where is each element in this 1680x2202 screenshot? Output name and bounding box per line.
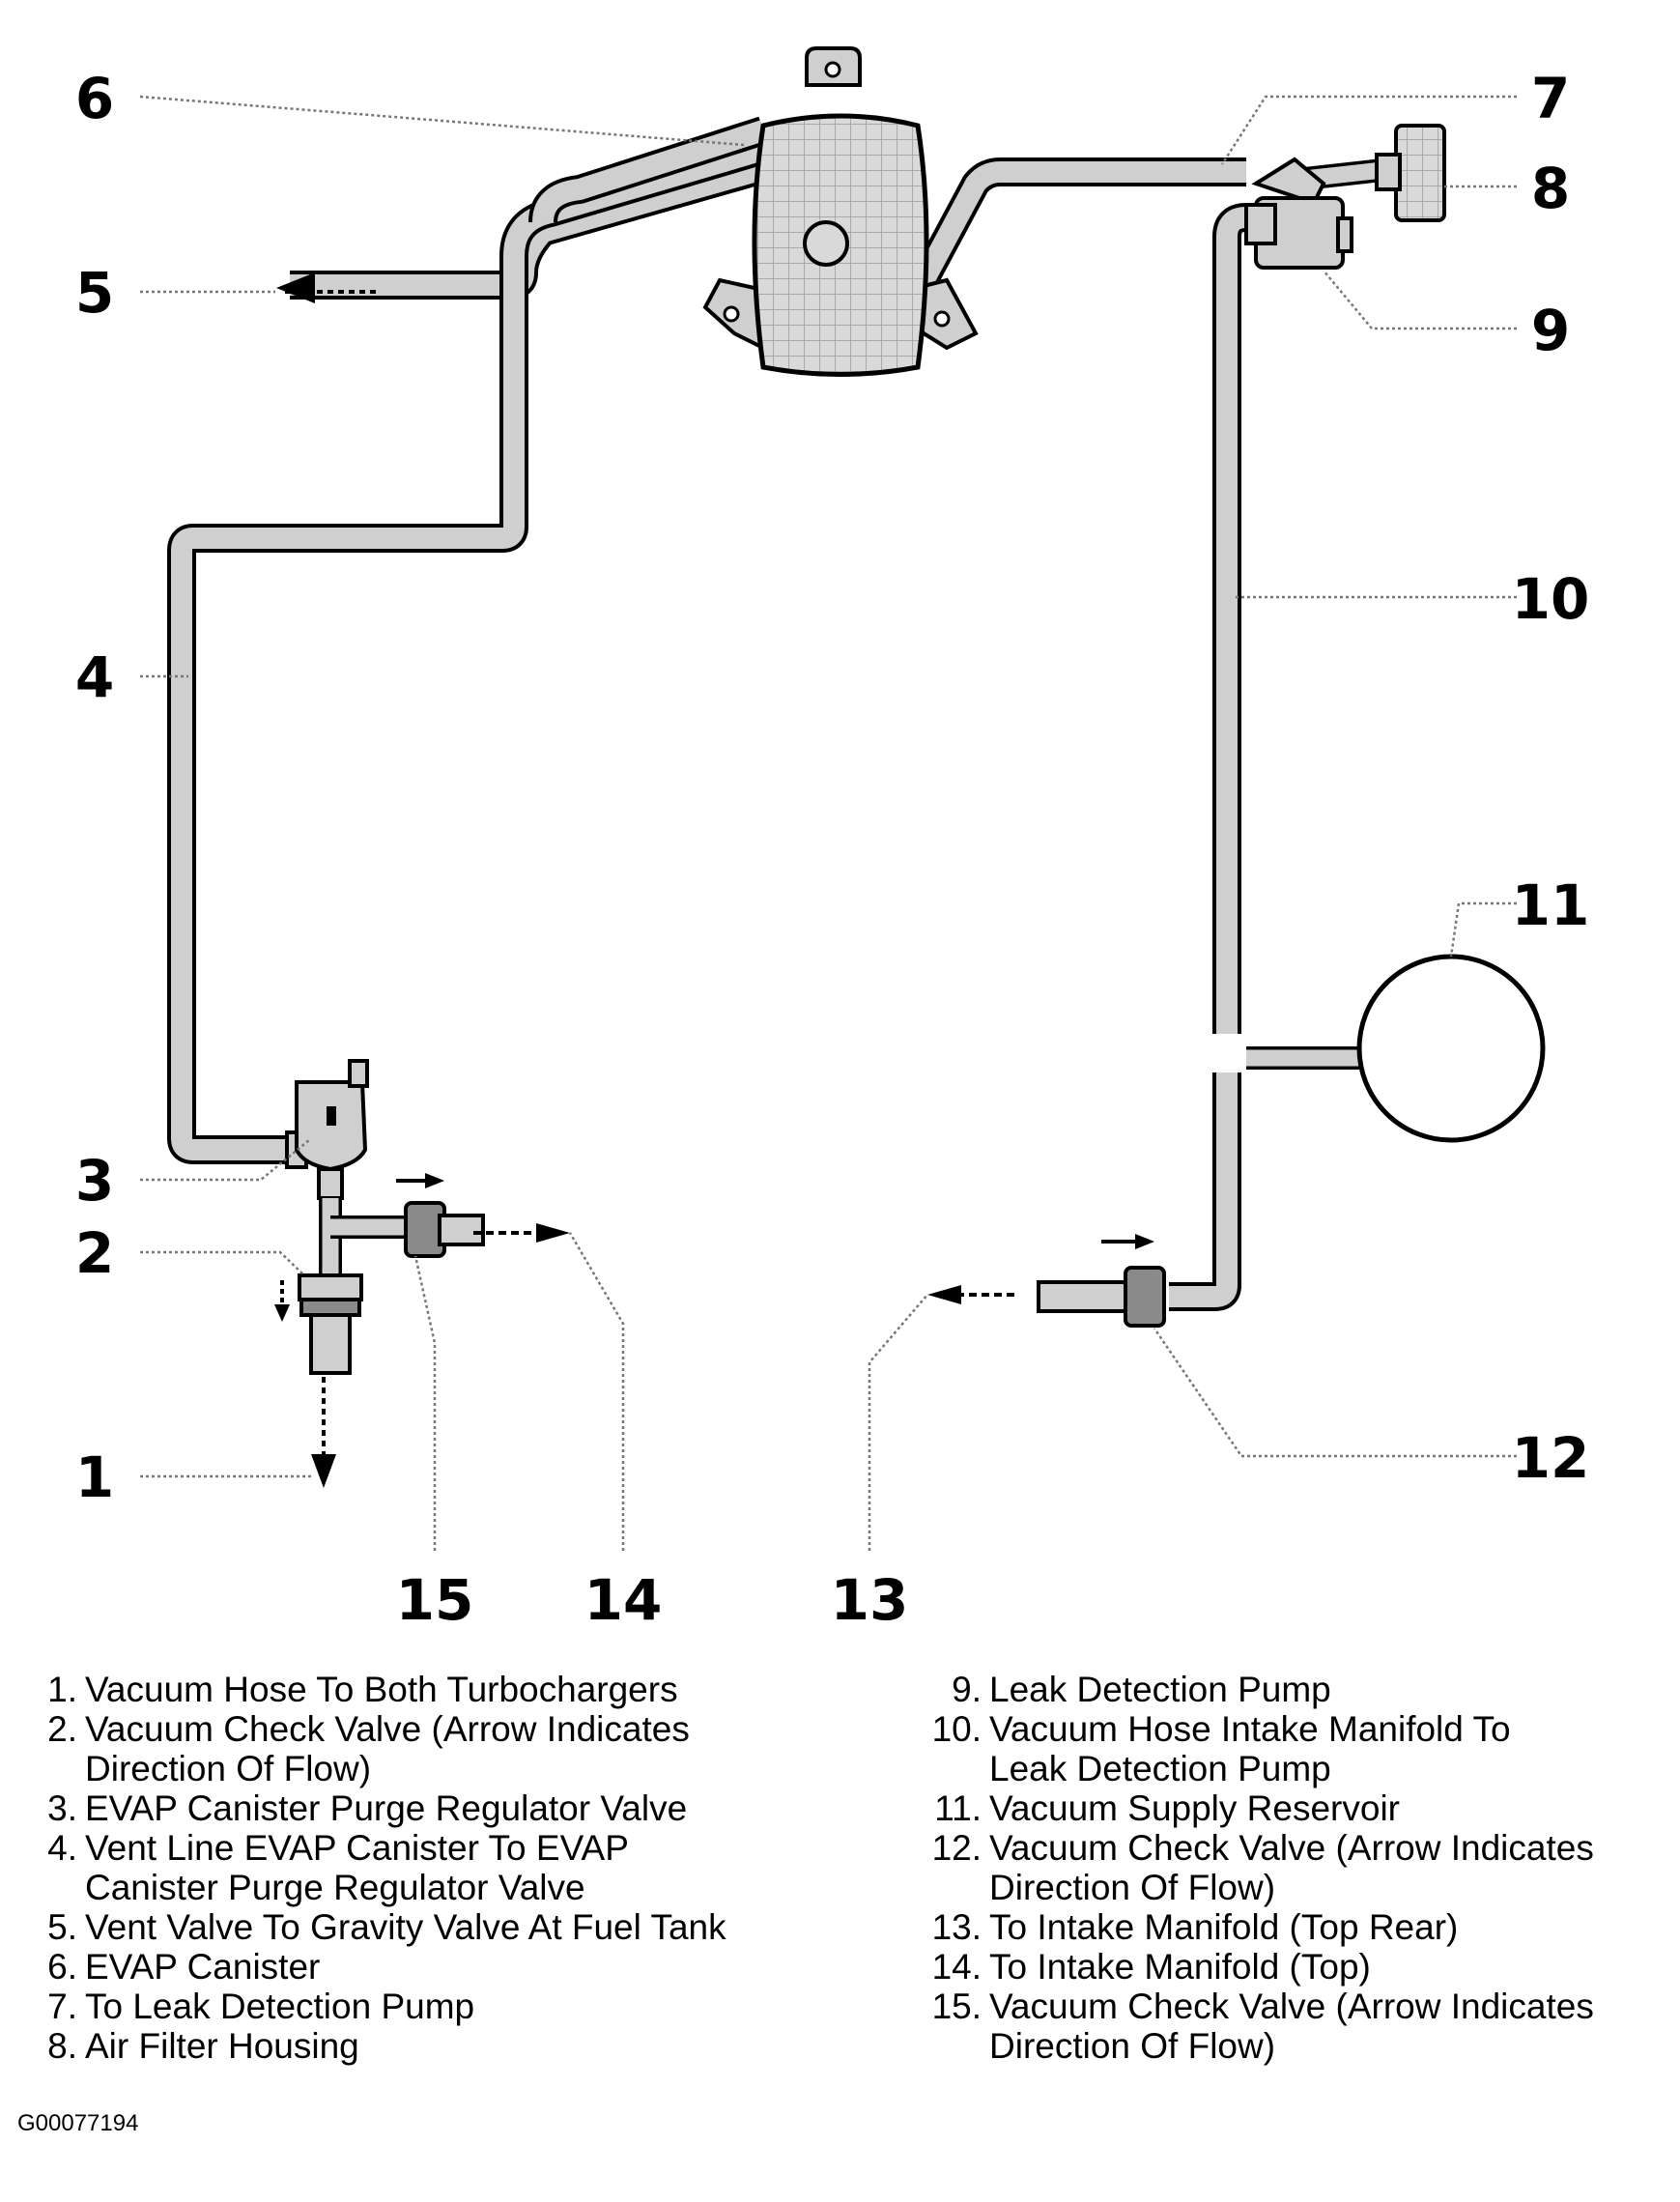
legend-number: 2. — [47, 1709, 77, 1749]
legend-number: 12. — [931, 1828, 982, 1868]
legend-number: 1. — [47, 1670, 77, 1709]
legend-text: Vacuum Check Valve (Arrow Indicates Dire… — [85, 1709, 690, 1788]
arrow-15-head — [425, 1173, 444, 1188]
legend-item-11: 11.Vacuum Supply Reservoir — [916, 1788, 1679, 1828]
callout-11: 11 — [1512, 872, 1590, 938]
legend-item-8: 8.Air Filter Housing — [29, 2026, 831, 2066]
legend-text: Vacuum Check Valve (Arrow Indicates Dire… — [989, 1987, 1594, 2066]
legend-text: Vent Line EVAP Canister To EVAP Canister… — [85, 1828, 629, 1907]
arrow-14-head — [536, 1223, 570, 1243]
callout-5: 5 — [75, 260, 114, 326]
legend-item-15: 15.Vacuum Check Valve (Arrow Indicates D… — [916, 1987, 1679, 2066]
leader-lines — [139, 95, 1517, 1551]
legend-number: 10. — [931, 1709, 982, 1749]
arrow-2-head — [274, 1304, 290, 1322]
callout-14: 14 — [584, 1567, 663, 1633]
legend-text: EVAP Canister — [85, 1947, 321, 1987]
check-valve-2 — [298, 1273, 363, 1375]
flow-arrows — [274, 272, 1154, 1488]
legend-number: 8. — [47, 2026, 77, 2066]
legend-right-column: 9.Leak Detection Pump 10.Vacuum Hose Int… — [916, 1670, 1679, 2066]
legend-number: 9. — [952, 1670, 982, 1709]
legend-number: 3. — [47, 1788, 77, 1828]
legend-text: To Intake Manifold (Top) — [989, 1947, 1371, 1987]
legend-item-14: 14.To Intake Manifold (Top) — [916, 1947, 1679, 1987]
legend-item-3: 3.EVAP Canister Purge Regulator Valve — [29, 1788, 831, 1828]
legend-item-1: 1.Vacuum Hose To Both Turbochargers — [29, 1670, 831, 1709]
legend-item-6: 6.EVAP Canister — [29, 1947, 831, 1987]
check-valve-15 — [404, 1201, 485, 1258]
legend-item-13: 13.To Intake Manifold (Top Rear) — [916, 1907, 1679, 1947]
legend-text: To Leak Detection Pump — [85, 1987, 475, 2026]
arrow-5-head — [276, 272, 315, 303]
purge-regulator-valve — [285, 1059, 369, 1200]
arrow-12-head — [1135, 1234, 1154, 1249]
callout-12: 12 — [1512, 1425, 1590, 1491]
legend-item-9: 9.Leak Detection Pump — [916, 1670, 1679, 1709]
callout-3: 3 — [75, 1148, 114, 1214]
legend-item-7: 7.To Leak Detection Pump — [29, 1987, 831, 2026]
legend-left-column: 1.Vacuum Hose To Both Turbochargers 2.Va… — [29, 1670, 831, 2066]
leak-detection-pump — [1244, 157, 1353, 270]
evap-system-diagram: 6 5 4 3 2 1 15 14 13 7 8 9 10 11 12 — [75, 46, 1590, 1633]
vent-line-hose — [167, 116, 768, 1164]
callout-numbers: 6 5 4 3 2 1 15 14 13 7 8 9 10 11 12 — [75, 66, 1590, 1633]
legend-number: 15. — [931, 1987, 982, 2026]
legend-text: Vent Valve To Gravity Valve At Fuel Tank — [85, 1907, 726, 1947]
callout-13: 13 — [831, 1567, 909, 1633]
legend-number: 7. — [47, 1987, 77, 2026]
t-fitting — [319, 1198, 406, 1275]
legend-number: 14. — [931, 1947, 982, 1987]
legend-number: 5. — [47, 1907, 77, 1947]
legend-text: Leak Detection Pump — [989, 1670, 1331, 1709]
arrow-1-head — [311, 1454, 336, 1488]
vacuum-reservoir — [1356, 954, 1546, 1143]
legend-item-10: 10.Vacuum Hose Intake Manifold To Leak D… — [916, 1709, 1679, 1788]
figure-id: G00077194 — [17, 2110, 139, 2136]
leak-pump-hose — [890, 157, 1246, 327]
legend-number: 13. — [931, 1907, 982, 1947]
legend-item-5: 5.Vent Valve To Gravity Valve At Fuel Ta… — [29, 1907, 831, 1947]
callout-9: 9 — [1531, 298, 1570, 363]
legend-item-12: 12.Vacuum Check Valve (Arrow Indicates D… — [916, 1828, 1679, 1907]
callout-6: 6 — [75, 66, 114, 131]
callout-15: 15 — [396, 1567, 474, 1633]
legend-text: Vacuum Check Valve (Arrow Indicates Dire… — [989, 1828, 1594, 1907]
legend-text: Vacuum Supply Reservoir — [989, 1788, 1400, 1828]
evap-canister — [702, 46, 979, 377]
check-valve-12 — [1037, 1266, 1166, 1328]
legend-text: EVAP Canister Purge Regulator Valve — [85, 1788, 688, 1828]
callout-7: 7 — [1531, 66, 1570, 131]
callout-8: 8 — [1531, 156, 1570, 221]
legend-number: 6. — [47, 1947, 77, 1987]
callout-1: 1 — [75, 1444, 114, 1510]
legend-text: Air Filter Housing — [85, 2026, 359, 2066]
callout-4: 4 — [75, 644, 114, 710]
callout-2: 2 — [75, 1220, 114, 1286]
intake-to-pump-hose — [1169, 203, 1367, 1311]
legend-item-2: 2.Vacuum Check Valve (Arrow Indicates Di… — [29, 1709, 831, 1788]
legend-text: To Intake Manifold (Top Rear) — [989, 1907, 1459, 1947]
legend-text: Vacuum Hose Intake Manifold To Leak Dete… — [989, 1709, 1511, 1788]
arrow-13-head — [927, 1285, 961, 1304]
legend-number: 11. — [934, 1788, 982, 1828]
legend-number: 4. — [47, 1828, 77, 1868]
legend-text: Vacuum Hose To Both Turbochargers — [85, 1670, 678, 1709]
legend-item-4: 4.Vent Line EVAP Canister To EVAP Canist… — [29, 1828, 831, 1907]
callout-10: 10 — [1512, 566, 1590, 632]
